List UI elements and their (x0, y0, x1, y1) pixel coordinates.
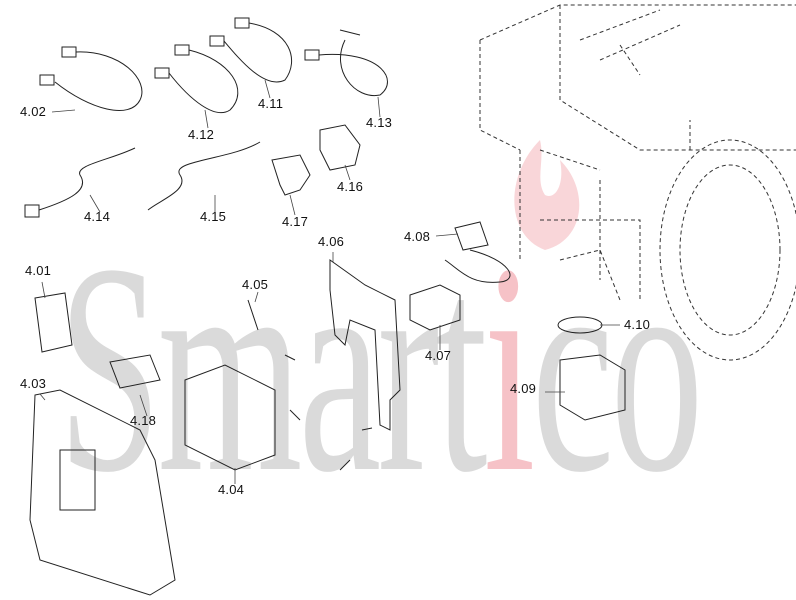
cable-4-14 (24, 147, 136, 218)
cover-4-03 (29, 389, 176, 596)
part-label-4-07: 4.07 (425, 348, 452, 363)
cable-4-02 (39, 46, 143, 111)
connector-4-16 (319, 124, 361, 171)
leader-lines (39, 79, 620, 484)
pins-4-05 (247, 299, 373, 471)
part-label-4-08: 4.08 (404, 229, 431, 244)
part-label-4-09: 4.09 (510, 381, 537, 396)
cable-4-13 (304, 29, 388, 96)
connector-4-17 (271, 154, 311, 196)
cable-4-11 (209, 17, 293, 83)
transformer-4-07 (409, 284, 461, 331)
part-label-4-12: 4.12 (188, 127, 215, 142)
part-label-4-18: 4.18 (130, 413, 157, 428)
part-label-4-01: 4.01 (25, 263, 52, 278)
cable-4-15 (147, 141, 261, 211)
part-label-4-14: 4.14 (84, 209, 111, 224)
watermark-logo: Smartico (58, 202, 703, 534)
sensor-4-08 (444, 221, 511, 283)
part-label-4-15: 4.15 (200, 209, 227, 224)
part-label-4-13: 4.13 (366, 115, 393, 130)
part-label-4-05: 4.05 (242, 277, 269, 292)
ignition-4-09 (559, 354, 626, 421)
control-unit-4-04 (184, 364, 276, 471)
part-label-4-16: 4.16 (337, 179, 364, 194)
part-label-4-06: 4.06 (318, 234, 345, 249)
cable-4-12 (154, 44, 239, 114)
flame-logo-icon (514, 140, 580, 250)
part-label-4-02: 4.02 (20, 104, 47, 119)
part-label-4-11: 4.11 (258, 96, 284, 111)
part-label-4-17: 4.17 (282, 214, 309, 229)
part-label-4-03: 4.03 (20, 376, 47, 391)
display-4-01 (34, 292, 73, 353)
bracket-4-06 (329, 259, 401, 431)
burner-housing (479, 4, 796, 361)
plugs-4-18 (109, 354, 161, 389)
part-label-4-04: 4.04 (218, 482, 245, 497)
cover-window (59, 449, 96, 511)
gasket-4-10 (557, 316, 603, 334)
part-label-4-10: 4.10 (624, 317, 651, 332)
